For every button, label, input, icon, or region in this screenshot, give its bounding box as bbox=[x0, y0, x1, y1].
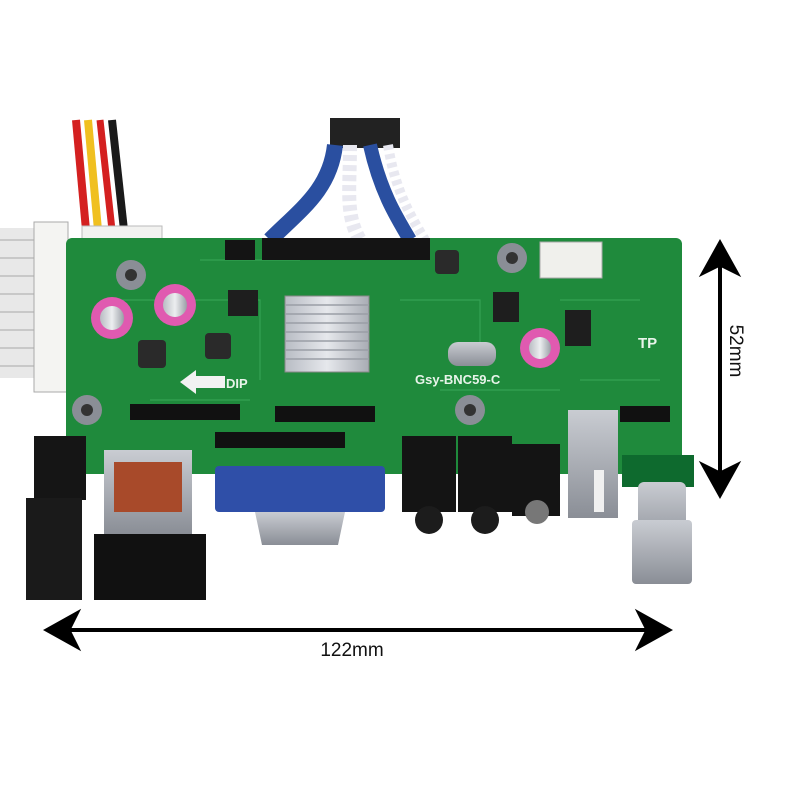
vertical-dimension-arrow bbox=[698, 238, 742, 500]
bnc-connector bbox=[622, 455, 694, 584]
keypad-cable bbox=[0, 221, 69, 393]
heatsink bbox=[284, 295, 370, 373]
lvds-cable bbox=[264, 118, 430, 246]
board-model-label: Gsy-BNC59-C bbox=[415, 372, 501, 387]
dc-power-jack bbox=[26, 436, 86, 600]
power-cable bbox=[72, 119, 163, 253]
vga-port bbox=[215, 466, 385, 545]
hdmi-port bbox=[94, 450, 206, 600]
capacitors bbox=[91, 284, 560, 368]
tp-label: TP bbox=[638, 335, 657, 352]
mounting-holes bbox=[72, 243, 527, 425]
dip-label: DIP bbox=[226, 376, 248, 391]
inductors bbox=[138, 250, 459, 368]
dip-arrow-mark bbox=[180, 370, 225, 394]
width-dimension-label: 122mm bbox=[320, 640, 384, 661]
height-dimension-label: 52mm bbox=[725, 324, 746, 378]
audio-ports bbox=[402, 436, 560, 534]
horizontal-dimension-arrow bbox=[42, 608, 674, 652]
usb-port bbox=[568, 410, 618, 518]
